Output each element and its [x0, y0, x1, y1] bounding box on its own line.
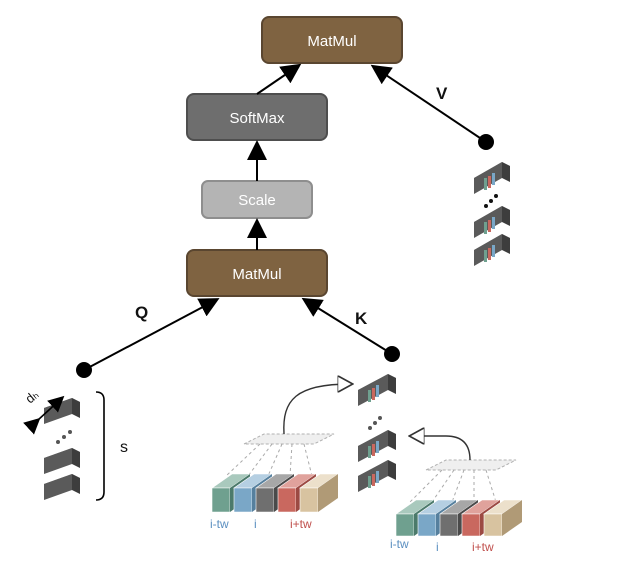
- left-window-group: i-tw i i+tw: [210, 384, 350, 531]
- right-window-slabs: [395, 499, 523, 537]
- v-slab-1: [474, 162, 510, 194]
- v-slab-2: [474, 206, 510, 238]
- right-label-i-plus-tw: i+tw: [472, 540, 494, 554]
- right-curved-arrow: [412, 436, 471, 461]
- matmul-bottom-box: MatMul: [186, 249, 328, 297]
- left-label-i-plus-tw: i+tw: [290, 517, 312, 531]
- matmul-top-box: MatMul: [261, 16, 403, 64]
- matmul-top-label: MatMul: [307, 33, 356, 50]
- v-slab-stack: [474, 162, 510, 266]
- right-label-i: i: [436, 540, 439, 554]
- s-brace: [95, 391, 105, 501]
- left-pooled-plane: [243, 433, 335, 445]
- q-label: Q: [135, 303, 148, 322]
- q-slab-3: [44, 474, 80, 500]
- left-window-slabs: [211, 473, 339, 513]
- v-slab-3: [474, 234, 510, 266]
- q-slab-stack: [44, 398, 80, 500]
- q-slab-2: [44, 448, 80, 474]
- dh-arrow: [23, 395, 65, 435]
- scale-box: Scale: [201, 180, 313, 219]
- matmul-bottom-label: MatMul: [232, 266, 281, 283]
- k-slab-1: [358, 374, 396, 406]
- arrow-softmax-to-matmul: [256, 63, 302, 95]
- s-label: s: [120, 439, 128, 456]
- left-curved-arrow: [283, 384, 350, 435]
- arrow-k: [301, 297, 393, 355]
- q-slab-1: [44, 398, 80, 424]
- softmax-label: SoftMax: [229, 110, 285, 127]
- scale-label: Scale: [238, 192, 276, 209]
- right-window-group: i-tw i i+tw: [390, 436, 523, 554]
- dh-label: dₕ: [22, 387, 41, 407]
- softmax-box: SoftMax: [186, 93, 328, 141]
- k-label: K: [355, 309, 368, 328]
- arrow-q: [83, 298, 220, 371]
- v-source-dot: [478, 134, 494, 150]
- v-label: V: [436, 84, 448, 103]
- k-slab-2: [358, 430, 396, 462]
- k-slab-3: [358, 460, 396, 492]
- k-source-dot: [384, 346, 400, 362]
- k-slab-stack: [358, 374, 396, 492]
- right-label-i-minus-tw: i-tw: [390, 537, 409, 551]
- left-label-i: i: [254, 517, 257, 531]
- right-pooled-plane: [425, 459, 517, 471]
- arrow-v: [370, 64, 487, 143]
- q-source-dot: [76, 362, 92, 378]
- flow-arrows: [83, 63, 487, 371]
- left-label-i-minus-tw: i-tw: [210, 517, 229, 531]
